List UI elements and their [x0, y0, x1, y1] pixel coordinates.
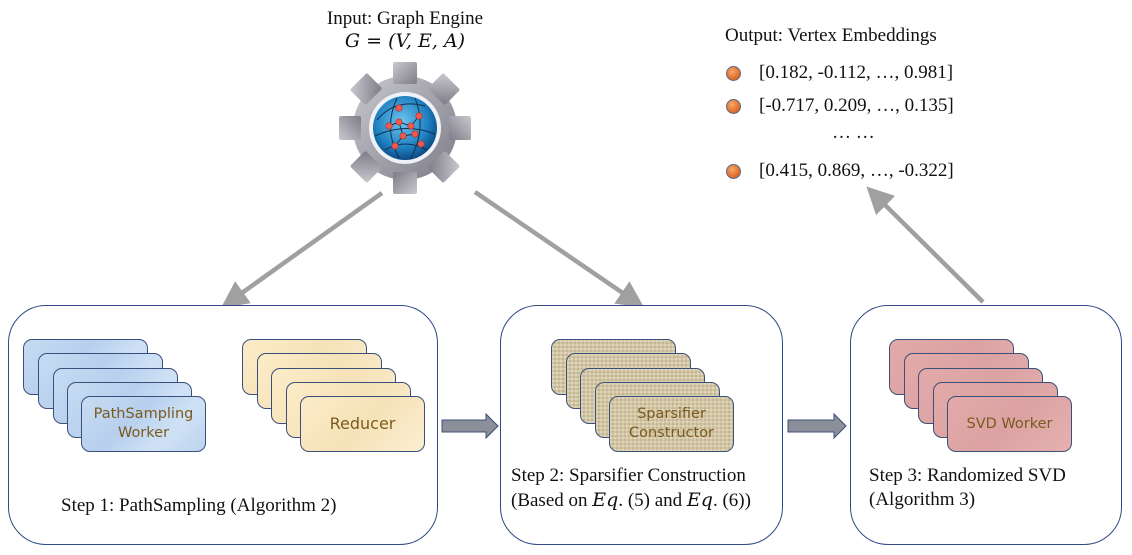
reducer-label: Reducer [329, 414, 396, 433]
step2-caption-line1: Step 2: Sparsifier Construction [511, 465, 746, 486]
arrow-step2-to-step3 [787, 412, 847, 440]
embedding-row: [-0.717, 0.209, …, 0.135] [726, 95, 954, 117]
sparsifier-constructor-card: Sparsifier Constructor [609, 396, 734, 452]
step1-caption: Step 1: PathSampling (Algorithm 2) [61, 495, 337, 516]
arrow-step3-to-output [866, 186, 985, 304]
input-equation: G = (V, E, A) [310, 30, 500, 52]
constructor-label-line1: Sparsifier [637, 406, 706, 422]
eq-number: . (6)) [712, 490, 751, 511]
reducer-main-card: Reducer [300, 396, 425, 452]
eq-symbol: Eq [592, 489, 619, 511]
embedding-vector: [-0.717, 0.209, …, 0.135] [759, 95, 954, 116]
pathsampling-worker-card: PathSampling Worker [81, 396, 206, 452]
step3-caption-line2: (Algorithm 3) [869, 489, 976, 510]
step2-stage: Sparsifier Constructor Step 2: Sparsifie… [500, 305, 783, 545]
output-title: Output: Vertex Embeddings [725, 25, 937, 46]
embedding-ellipsis: … … [832, 122, 875, 143]
embedding-vector: [0.415, 0.869, …, -0.322] [759, 160, 954, 181]
step3-stage: SVD Worker Step 3: Randomized SVD (Algor… [850, 305, 1122, 545]
worker-label-line1: PathSampling [93, 406, 194, 422]
embedding-row: [0.415, 0.869, …, -0.322] [726, 160, 954, 182]
embedding-vector: [0.182, -0.112, …, 0.981] [759, 62, 954, 83]
worker-label-line2: Worker [117, 425, 170, 441]
arrow-engine-to-step1 [221, 191, 384, 308]
graph-engine-gear-icon [339, 62, 471, 194]
constructor-label-line2: Constructor [628, 425, 715, 441]
caption-prefix: (Based on [511, 490, 593, 511]
eq-symbol: Eq [686, 489, 713, 511]
caption-mid: and [649, 490, 687, 511]
input-title: Input: Graph Engine [326, 8, 484, 29]
svd-worker-card: SVD Worker [947, 396, 1072, 452]
step3-caption-line1: Step 3: Randomized SVD [869, 465, 1066, 486]
arrow-step1-to-step2 [441, 412, 499, 440]
embedding-row: [0.182, -0.112, …, 0.981] [726, 62, 953, 84]
svd-worker-label: SVD Worker [966, 416, 1053, 432]
arrow-engine-to-step2 [473, 190, 645, 308]
step2-caption-line2: (Based on Eq. (5) and Eq. (6)) [511, 488, 751, 513]
vertex-dot-icon [726, 65, 741, 81]
vertex-dot-icon [726, 98, 741, 114]
eq-number: . (5) [618, 490, 650, 511]
equation-text: G = (V, E, A) [344, 30, 466, 52]
vertex-dot-icon [726, 163, 741, 179]
step1-stage: PathSampling Worker Reducer Step 1: Path… [8, 305, 438, 545]
